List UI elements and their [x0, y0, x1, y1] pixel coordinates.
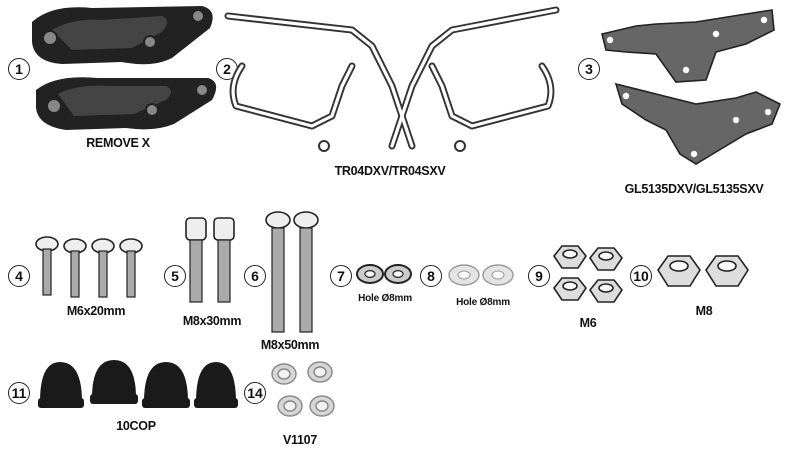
part-label: TR04DXV/TR04SXV	[334, 164, 446, 178]
part-number-1: 1	[15, 61, 23, 77]
part-number-badge: 1	[8, 58, 30, 80]
split-washers-image	[356, 264, 412, 284]
bolts-m8x30-image	[185, 217, 235, 303]
flat-washers-image	[448, 264, 514, 286]
part-number-2: 2	[223, 61, 231, 77]
part-label: Hole Ø8mm	[358, 293, 412, 304]
bolts-m8x50-image	[265, 211, 319, 333]
part-number-11: 11	[11, 385, 27, 401]
part-label: M8x50mm	[260, 338, 320, 352]
part-number-10: 10	[633, 268, 649, 284]
part-label: M6	[579, 316, 597, 330]
part-label: M6x20mm	[66, 304, 126, 318]
bolts-m6x20-image	[35, 236, 143, 298]
caps-image	[38, 360, 238, 408]
part-number-6: 6	[251, 268, 259, 284]
nuts-m6-image	[553, 245, 623, 303]
nuts-m8-image	[657, 255, 749, 287]
part-number-9: 9	[535, 268, 543, 284]
part-label: 10COP	[116, 419, 156, 433]
part-number-badge: 8	[420, 265, 442, 287]
part-number-badge: 4	[8, 265, 30, 287]
part-number-5: 5	[171, 268, 179, 284]
part-number-7: 7	[337, 268, 345, 284]
part-label: V1107	[283, 433, 317, 447]
part-number-badge: 3	[578, 58, 600, 80]
part-label: REMOVE X	[86, 136, 150, 150]
remove-x-guards-image	[32, 6, 217, 130]
part-number-badge: 11	[8, 382, 30, 404]
part-number-badge: 9	[528, 265, 550, 287]
part-number-14: 14	[247, 385, 263, 401]
part-number-3: 3	[585, 61, 593, 77]
part-label: GL5135DXV/GL5135SXV	[624, 182, 764, 196]
part-number-badge: 5	[164, 265, 186, 287]
part-number-badge: 14	[244, 382, 266, 404]
part-label: M8	[695, 304, 713, 318]
side-frame-tubes-image	[224, 6, 560, 152]
part-label: M8x30mm	[182, 314, 242, 328]
mounting-plates-image	[601, 9, 782, 165]
spacers-v1107-image	[271, 361, 335, 417]
part-number-badge: 6	[244, 265, 266, 287]
part-number-badge: 10	[630, 265, 652, 287]
part-number-badge: 7	[330, 265, 352, 287]
part-label: Hole Ø8mm	[456, 297, 510, 308]
part-number-4: 4	[15, 268, 23, 284]
part-number-8: 8	[427, 268, 435, 284]
